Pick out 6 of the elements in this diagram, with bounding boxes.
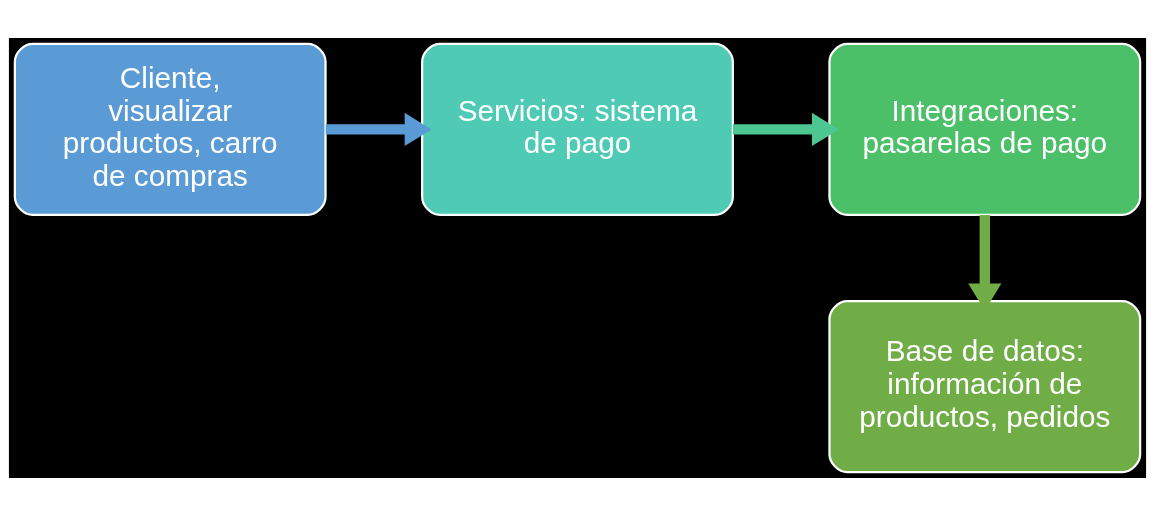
node-box: Integraciones: pasarelas de pago [828, 42, 1142, 216]
arrow [325, 112, 432, 146]
node-box: Servicios: sistema de pago [421, 42, 734, 216]
node-box: Cliente, visualizar productos, carro de compras [13, 42, 327, 216]
node-box: Base de datos: información de productos, pedidos [828, 299, 1142, 473]
arrow [733, 112, 840, 146]
